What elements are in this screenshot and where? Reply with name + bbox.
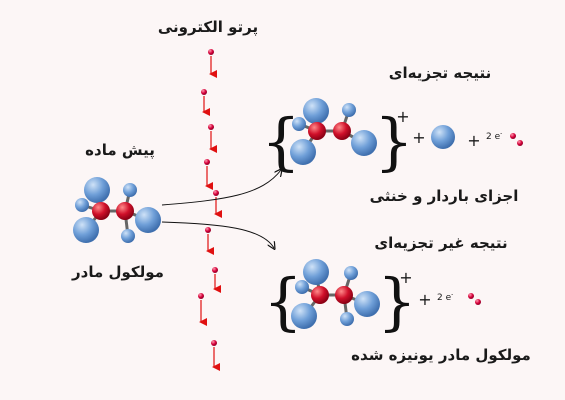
electron-arrow	[213, 190, 222, 218]
electron-beam-label: پرتو الکترونی	[158, 18, 258, 37]
ionized-molecule: { } +	[263, 259, 417, 338]
arrow-to-non-fragmentation	[161, 221, 274, 248]
electron-arrow	[205, 227, 214, 255]
parent-molecule-label: مولکول مادر	[71, 263, 164, 281]
electron-dot	[468, 293, 474, 299]
plus-sign: +	[467, 131, 480, 150]
electron-arrow	[211, 340, 220, 371]
non-fragmentation-result-label: نتیجه غیر تجزیه‌ای	[374, 234, 507, 252]
neutral-fragment	[431, 125, 455, 149]
parent-molecule	[73, 177, 161, 243]
positive-charge: +	[396, 107, 409, 126]
right-brace: }	[374, 105, 413, 178]
positive-charge: +	[399, 268, 412, 287]
ionized-parent-label: مولکول مادر یونیزه شده	[351, 346, 531, 364]
two-electrons-label: 2 e-	[437, 291, 453, 303]
sample-label: پیش ماده	[85, 141, 155, 160]
left-brace: {	[261, 105, 300, 178]
electron-arrow	[204, 159, 213, 190]
fragment-ion: { } +	[261, 98, 414, 178]
fragmentation-result-label: نتیجه تجزیه‌ای	[389, 64, 491, 82]
electron-dot	[475, 299, 481, 305]
plus-sign: +	[412, 128, 425, 147]
electron-arrow	[208, 49, 217, 78]
two-electrons-label: 2 e-	[486, 130, 502, 142]
left-brace: {	[263, 265, 302, 338]
electron-arrow	[201, 89, 210, 116]
electron-arrow	[208, 124, 217, 153]
electron-beam	[198, 49, 222, 371]
electron-dot	[517, 140, 523, 146]
right-brace: }	[377, 265, 416, 338]
arrow-to-fragmentation	[161, 170, 281, 206]
electron-dot	[510, 133, 516, 139]
electron-arrow	[212, 267, 221, 293]
electron-arrow	[198, 293, 207, 326]
plus-sign: +	[418, 290, 431, 309]
fragments-label: اجزای باردار و خنثی	[370, 187, 519, 205]
